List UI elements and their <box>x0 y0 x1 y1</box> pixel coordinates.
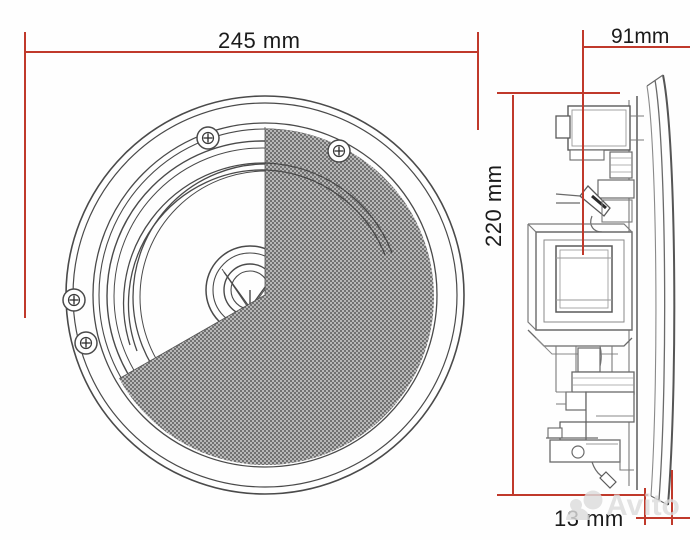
dimension-label-220: 220 mm <box>481 164 506 247</box>
baffle-outer-circle <box>92 122 438 468</box>
mounting-screw-top-right <box>327 139 351 163</box>
mounting-screw-top-left <box>196 126 220 150</box>
rim-arc-upper-right <box>265 162 393 254</box>
flange-back-edge <box>646 85 657 497</box>
tweeter-spoke-1-edge <box>221 268 248 307</box>
magnet-basket-body <box>527 223 633 331</box>
voice-coil-stack <box>556 347 635 423</box>
rim-arc-upper-left-inner <box>127 169 267 352</box>
mounting-screw-bottom-left <box>74 331 98 355</box>
terminal-block <box>555 105 644 161</box>
rim-arc-details <box>122 162 393 352</box>
rim-arc-upper-right-inner <box>265 169 386 256</box>
mounting-screws <box>62 126 351 355</box>
flange-inner-edge <box>654 79 666 501</box>
dimension-label-13: 13 mm <box>554 506 624 531</box>
bottom-terminal-assembly <box>546 415 634 489</box>
flange-outer-edge <box>662 74 676 506</box>
dimension-label-245: 245 mm <box>218 28 301 53</box>
dimension-label-91: 91mm <box>611 25 670 48</box>
flange-cap-lines <box>646 74 669 506</box>
rim-arc-upper-left <box>122 162 267 346</box>
side-view-group <box>527 74 676 506</box>
mounting-screw-left <box>62 288 86 312</box>
mid-connector-block <box>597 151 635 199</box>
